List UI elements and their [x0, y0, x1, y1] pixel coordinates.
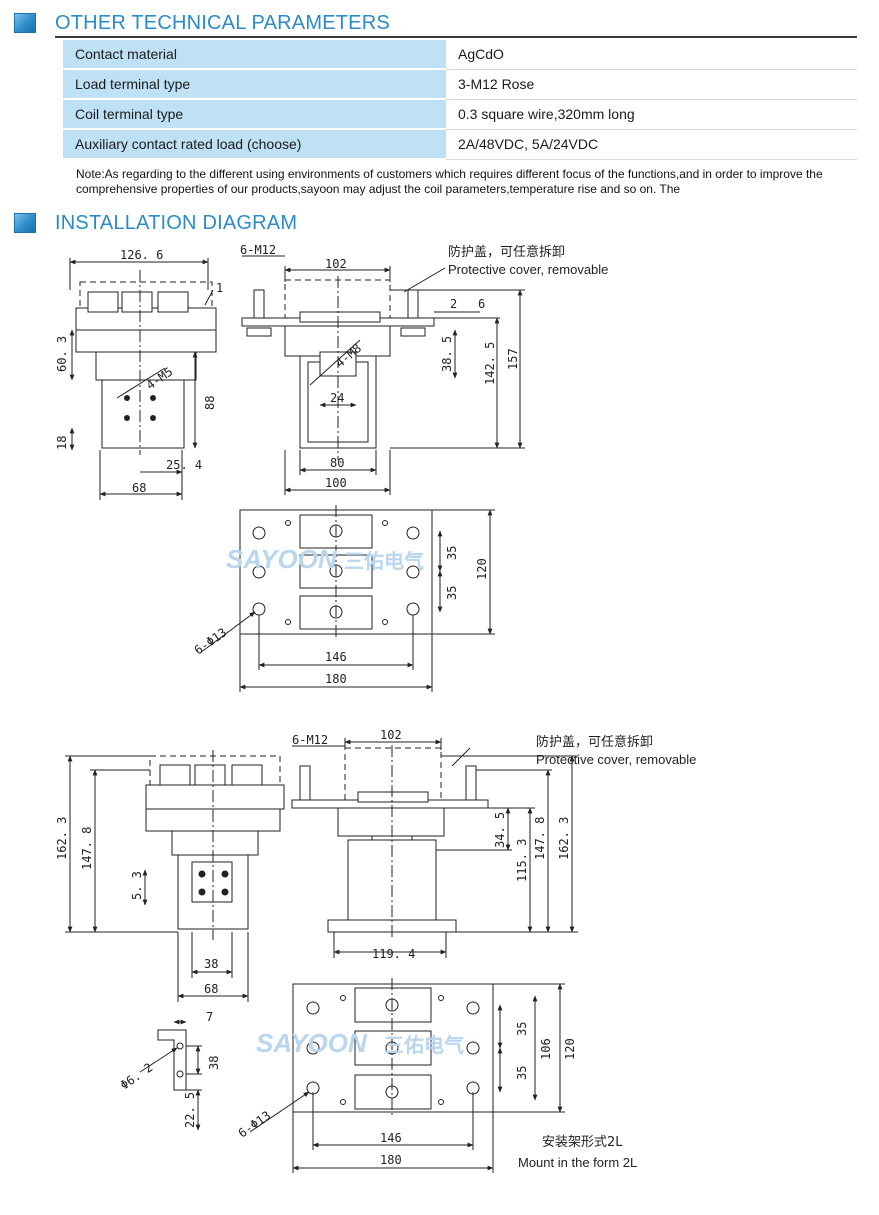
- bracket-view-2: [139, 1019, 202, 1131]
- table-row: Load terminal type 3-M12 Rose: [63, 69, 857, 100]
- dim-label: 24: [330, 391, 344, 405]
- install-section-title: INSTALLATION DIAGRAM: [55, 212, 298, 234]
- dim-label: 60. 3: [55, 336, 69, 372]
- dim-label: 6-M12: [292, 733, 328, 747]
- dim-label: 126. 6: [120, 248, 163, 262]
- param-label: Auxiliary contact rated load (choose): [63, 129, 446, 160]
- dim-label: 147. 8: [533, 817, 547, 860]
- dim-label: 7: [206, 1010, 213, 1024]
- callout-label: 1: [216, 281, 223, 295]
- param-value: AgCdO: [446, 40, 857, 70]
- watermark-cn: 三佑电气: [344, 549, 424, 573]
- mount-label-en: Mount in the form 2L: [518, 1155, 637, 1170]
- dim-label: 35: [515, 1022, 529, 1036]
- side-view-1: [241, 255, 525, 495]
- callout-label: 2: [450, 297, 457, 311]
- dim-label: 102: [380, 728, 402, 742]
- watermark-cn: 三佑电气: [384, 1033, 464, 1057]
- dim-label: 22. 5: [183, 1092, 197, 1128]
- dim-label: 180: [380, 1153, 402, 1167]
- dim-label: 38. 5: [440, 336, 454, 372]
- dim-label: 162. 3: [55, 817, 69, 860]
- params-section-header: OTHER TECHNICAL PARAMETERS: [14, 12, 857, 38]
- dim-label: Φ6. 2: [118, 1060, 156, 1092]
- dim-label: 162. 3: [557, 817, 571, 860]
- dim-label: 68: [132, 481, 146, 495]
- dim-label: 6-M12: [240, 243, 276, 257]
- dim-label: 115. 3: [515, 839, 529, 882]
- param-value: 0.3 square wire,320mm long: [446, 99, 857, 130]
- cover-label-en: Protective cover, removable: [448, 262, 608, 277]
- dim-label: 100: [325, 476, 347, 490]
- dim-label: 157: [506, 348, 520, 370]
- cover-label-cn: 防护盖，可任意拆卸: [536, 734, 653, 750]
- install-section-header: INSTALLATION DIAGRAM: [14, 212, 857, 236]
- dim-label: 18: [55, 436, 69, 450]
- table-row: Contact material AgCdO: [63, 40, 857, 70]
- top-view-1: [199, 505, 495, 692]
- dim-label: 38: [204, 957, 218, 971]
- watermark-latin: SAYOON: [256, 1028, 368, 1058]
- params-section-title: OTHER TECHNICAL PARAMETERS: [55, 12, 390, 34]
- dim-label: 102: [325, 257, 347, 271]
- dim-label: 6-Φ13: [236, 1108, 274, 1140]
- dim-label: 142. 5: [483, 342, 497, 385]
- watermark-latin: SAYOON: [226, 544, 338, 574]
- dim-label: 120: [563, 1038, 577, 1060]
- dim-label: 146: [325, 650, 347, 664]
- dim-label: 88: [203, 396, 217, 410]
- dim-label: 146: [380, 1131, 402, 1145]
- dim-label: 147. 8: [80, 827, 94, 870]
- dim-label: 34. 5: [493, 812, 507, 848]
- param-label: Load terminal type: [63, 69, 446, 100]
- front-view-1: [69, 258, 217, 500]
- dim-label: 6-Φ13: [192, 625, 230, 657]
- params-table: Contact material AgCdO Load terminal typ…: [63, 40, 857, 160]
- section-bullet-icon: [14, 213, 36, 233]
- dim-label: 106: [539, 1038, 553, 1060]
- dim-label: 35: [515, 1066, 529, 1080]
- front-view-2: [65, 750, 285, 1002]
- callout-label: 6: [478, 297, 485, 311]
- cover-label-cn: 防护盖，可任意拆卸: [448, 244, 565, 260]
- section-divider: [55, 36, 857, 38]
- dim-label: 5. 3: [130, 871, 144, 900]
- dim-label: 180: [325, 672, 347, 686]
- note-text: Note:As regarding to the different using…: [76, 167, 823, 196]
- param-label: Coil terminal type: [63, 99, 446, 130]
- cover-label-en: Protective cover, removable: [536, 752, 696, 767]
- table-row: Coil terminal type 0.3 square wire,320mm…: [63, 99, 857, 130]
- mount-label-cn: 安装架形式2L: [542, 1135, 623, 1150]
- dim-label: 119. 4: [372, 947, 415, 961]
- dim-label: 25. 4: [166, 458, 202, 472]
- dim-label: 68: [204, 982, 218, 996]
- param-label: Contact material: [63, 40, 446, 70]
- section-bullet-icon: [14, 13, 36, 33]
- dim-label: 80: [330, 456, 344, 470]
- top-view-2: [249, 978, 565, 1173]
- param-value: 3-M12 Rose: [446, 69, 857, 100]
- dim-label: 35: [445, 586, 459, 600]
- dim-label: 120: [475, 558, 489, 580]
- param-value: 2A/48VDC, 5A/24VDC: [446, 129, 857, 160]
- dim-label: 35: [445, 546, 459, 560]
- side-view-2: [291, 738, 578, 958]
- table-row: Auxiliary contact rated load (choose) 2A…: [63, 129, 857, 160]
- dim-label: 38: [207, 1056, 221, 1070]
